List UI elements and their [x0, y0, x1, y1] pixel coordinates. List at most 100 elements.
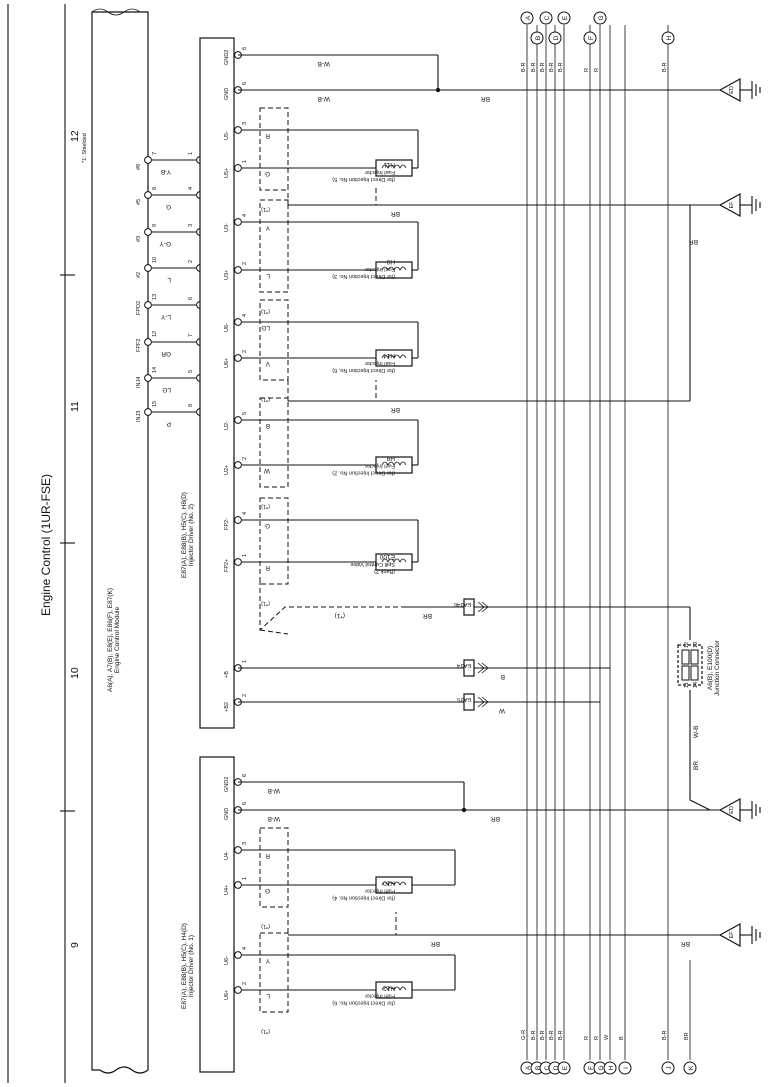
bus-terminal [557, 1061, 571, 1075]
splice-dot [461, 807, 467, 813]
ecm-wire-color: P [167, 420, 171, 427]
shield-label: (*1) [261, 308, 270, 314]
injector-wire-color: B [266, 422, 270, 429]
bus-terminal-label: H [608, 1065, 615, 1070]
injector-wire-color: G [265, 170, 270, 177]
ecm-pin [144, 191, 152, 199]
bus-terminal [583, 31, 597, 45]
driver1-pin-name: GND [224, 808, 230, 820]
ecm-wire-color: G [166, 203, 171, 210]
driver2-pin-name: +B2 [224, 702, 230, 712]
driver2-pin-name: FP2- [224, 518, 230, 530]
junction-name: Junction Connector [714, 639, 721, 696]
bus-terminal [530, 31, 544, 45]
ecm-wire-color: L-Y [160, 313, 171, 320]
driver2-pin-number: 5 [242, 412, 248, 415]
bus-terminal-label: E [562, 1065, 569, 1070]
injector-type: Fuel Injector [365, 463, 395, 469]
injector-driver-1 [199, 756, 235, 1073]
driver1-pin [234, 881, 242, 889]
coil-winding-icon [381, 164, 407, 169]
bus-terminal [661, 1061, 675, 1075]
bus-wire-color: B-R [540, 1031, 546, 1041]
ecm-pin-number: 15 [152, 401, 158, 407]
section-number: 11 [69, 401, 81, 412]
ecm-pin-number: 7 [152, 152, 158, 155]
coil-winding-icon [381, 558, 407, 563]
gnd-wire-label: W-B [317, 95, 330, 102]
junction-pin: 13 [693, 642, 699, 648]
connector-pin: 5 [457, 696, 460, 702]
injector-wire-color: LG [261, 324, 270, 331]
ecm-name: Engine Control Module [114, 607, 121, 674]
bus-terminal [520, 11, 534, 25]
bus-terminal [683, 1061, 697, 1075]
bus-terminal-label: A [525, 1065, 532, 1070]
shield-label: (*1) [261, 396, 270, 402]
connector-arrow-icon [477, 601, 489, 613]
ecm-pin [144, 374, 152, 382]
driver2-pin-name: U3+ [224, 270, 230, 280]
injector-code: H11 [383, 161, 395, 168]
driver2-pin-number: 4 [242, 214, 248, 217]
shield-drain-label: BR [681, 940, 690, 947]
splice-dot [435, 87, 441, 93]
connector-code: EA3 [461, 696, 471, 702]
bus-terminal-label: E [562, 15, 569, 20]
driver2-pin [234, 516, 242, 524]
bus-terminal-label: K [688, 1065, 695, 1070]
bus-terminal-label: G [598, 1065, 605, 1070]
ecm-wire-color: GR [161, 350, 171, 357]
coil-winding-icon [381, 461, 407, 466]
coil-winding-icon [381, 266, 407, 271]
bus-terminal-label: G [598, 15, 605, 20]
driver-pin-number: 1 [188, 152, 194, 155]
ground-code: ED [729, 86, 735, 94]
injector-desc: (for Direct Injection No. 6) [332, 1000, 395, 1006]
injector-desc: (for Direct Injection No. 4) [332, 895, 395, 901]
driver1-pin-number: 1 [242, 877, 248, 880]
driver1-pin-name: U4- [224, 851, 230, 860]
injector-type: Spill Control Valve [350, 561, 395, 567]
injector-code: H10 [383, 880, 395, 887]
injector-type: Fuel Injector [365, 169, 395, 175]
ecm-pin [144, 228, 152, 236]
driver1-pin-number: 6 [242, 802, 248, 805]
driver2-pin [234, 126, 242, 134]
injector-type: Fuel Injector [365, 360, 395, 366]
injector-wire-color: R [265, 564, 270, 571]
bus-terminal-label: F [588, 1066, 595, 1070]
bus-wire-color: B-R [549, 63, 555, 73]
connector-ea3 [463, 659, 475, 677]
driver2-pin-name: U5+ [224, 168, 230, 178]
bus-terminal-label: D [553, 1065, 560, 1070]
gnd2-wire-label: W-B [317, 60, 330, 67]
driver2-pin-number: 1 [242, 160, 248, 163]
bus-wire-color: R [594, 68, 600, 72]
driver1-pin [234, 846, 242, 854]
injector-desc: (for Direct Injection No. 5) [332, 176, 395, 182]
bus-terminal [539, 11, 553, 25]
driver2-pin-name: U2- [224, 421, 230, 430]
junction-to-ground [689, 799, 711, 811]
section-number: 10 [69, 667, 81, 679]
driver1-pin-name: U4+ [224, 885, 230, 895]
junction-pin: 12 [684, 642, 690, 648]
ecm-pin-number: 9 [152, 224, 158, 227]
bus-wire-color: B-R [662, 1031, 668, 1041]
bus-terminal [548, 31, 562, 45]
driver2-pin-name: U2+ [224, 465, 230, 475]
shield-drain-label: BR [689, 238, 698, 245]
shield-label: (*1) [335, 612, 345, 619]
shield-label: (*1) [261, 923, 270, 929]
bus-terminal-label: I [623, 1067, 630, 1069]
shield-drain-label: BR [391, 406, 400, 413]
connector-ea3 [463, 693, 475, 711]
gnd-lower-color: BR [491, 815, 500, 822]
ecm-pin-name: FPD2 [136, 301, 142, 315]
coil-winding-icon [381, 354, 407, 359]
driver2-pin-number: 1 [242, 660, 248, 663]
driver2-pin-number: 3 [242, 122, 248, 125]
bus-terminal-label: H [666, 35, 673, 40]
